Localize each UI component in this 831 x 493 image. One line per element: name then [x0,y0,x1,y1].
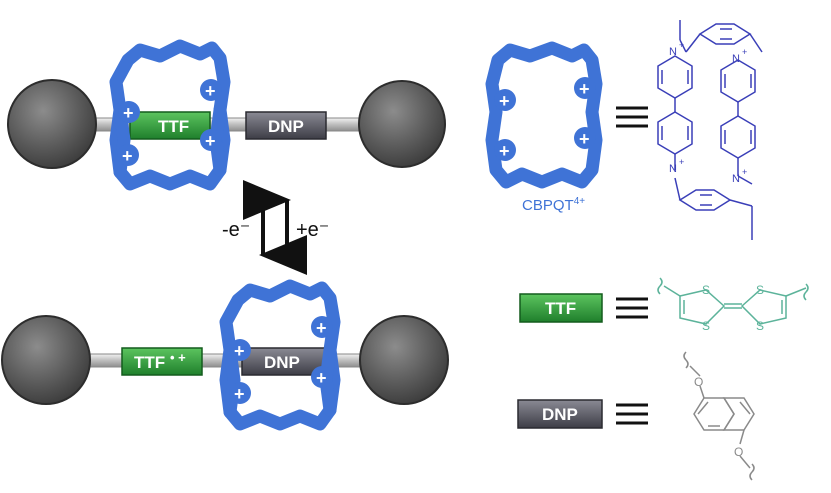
oxidation-label: -e⁻ [222,219,250,241]
stopper-right-top [358,80,446,168]
charge-plus-top-2: + [122,146,133,166]
ttf-unit-top [129,111,211,140]
dnp-unit-top [245,111,327,140]
cbpqt-n-1: N [669,46,677,58]
cbpqt-n-2-plus: + [679,157,684,167]
cbpqt-symbol-plus-4: + [579,129,590,149]
dnp-symbol-label: DNP [542,405,578,424]
dnp-structure [683,351,755,481]
cbpqt-n-3-plus: + [742,47,747,57]
dnp-label-bottom: DNP [264,353,300,372]
cbpqt-symbol-bead-4 [574,127,596,149]
charge-bead-top-1 [118,101,140,123]
rotaxane-bottom: TTF • + DNP + + + + [1,279,449,431]
cbpqt-symbol-bead-3 [574,77,596,99]
stopper-left-top [7,79,97,169]
dnp-symbol [517,399,603,429]
legend-cbpqt: + + + + CBPQT4+ [485,20,763,240]
ttf-symbol-label: TTF [545,299,576,318]
cbpqt-symbol [485,41,603,189]
ttf-label-top: TTF [158,117,189,136]
cbpqt-n-4: N [732,173,740,185]
charge-bead-top-2 [117,144,139,166]
ttf-radical-label-bottom: • + [170,350,186,365]
charge-bead-bottom-4 [311,366,333,388]
charge-bead-top-4 [200,129,222,151]
redox-arrows: -e⁻ +e⁻ [222,180,329,275]
reduction-label: +e⁻ [296,219,329,241]
charge-plus-bottom-3: + [316,318,327,338]
stopper-right-bottom [359,315,449,405]
cbpqt-symbol-plus-1: + [499,91,510,111]
dnp-label-top: DNP [268,117,304,136]
equivalence-sign-ttf [616,297,648,319]
equivalence-sign-cbpqt [616,106,648,128]
dnp-o-1: O [694,375,703,389]
cbpqt-n-2: N [669,163,677,175]
cbpqt-n-3: N [732,53,740,65]
ttf-s-4: S [756,319,764,333]
ttf-s-1: S [702,283,710,297]
ttf-s-2: S [702,319,710,333]
cbpqt-n-1-plus: + [679,40,684,50]
charge-bead-bottom-1 [229,339,251,361]
ttf-label-bottom: TTF [134,353,165,372]
rotaxane-top: TTF DNP + + + + [7,39,446,191]
cbpqt-label-name: CBPQT [522,197,574,214]
charge-bead-top-3 [200,79,222,101]
cbpqt-symbol-bead-1 [494,89,516,111]
ttf-s-3: S [756,283,764,297]
charge-plus-bottom-2: + [234,384,245,404]
charge-plus-top-3: + [205,81,216,101]
dnp-o-2: O [734,445,743,459]
legend-ttf: TTF S S S S [519,277,809,333]
equivalence-sign-dnp [616,403,648,425]
charge-plus-bottom-4: + [316,368,327,388]
charge-plus-top-4: + [205,131,216,151]
charge-plus-bottom-1: + [234,341,245,361]
stopper-left-bottom [1,315,91,405]
ttf-symbol [519,293,603,323]
dnp-unit-bottom [241,347,327,376]
legend-dnp: DNP O O [517,351,755,481]
cbpqt-n-4-plus: + [742,167,747,177]
charge-bead-bottom-2 [229,382,251,404]
cbpqt-structure [657,20,763,240]
cbpqt-label-charge: 4+ [574,196,586,207]
ttf-radical-unit-bottom [121,347,203,376]
charge-plus-top-1: + [123,103,134,123]
ttf-structure [657,277,809,325]
charge-bead-bottom-3 [311,316,333,338]
cbpqt-label: CBPQT4+ [522,196,585,214]
cbpqt-symbol-bead-2 [494,139,516,161]
cbpqt-symbol-plus-3: + [579,79,590,99]
cbpqt-symbol-plus-2: + [499,141,510,161]
